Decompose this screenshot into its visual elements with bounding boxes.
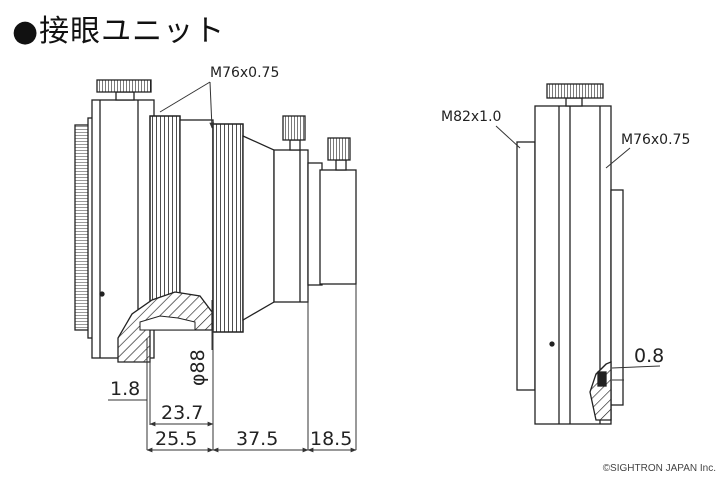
top-knob [96, 79, 152, 93]
front-thread-left: M82x1.0 [441, 109, 501, 125]
side-view [74, 79, 357, 363]
front-thread-right: M76x0.75 [621, 132, 690, 148]
front-knob-neck [565, 97, 583, 107]
conical-section [242, 134, 275, 322]
eyepiece-barrel [273, 149, 309, 303]
side-thread-label: M76x0.75 [210, 65, 279, 81]
dim-23-7: 23.7 [161, 402, 203, 424]
side-thread-leader [159, 81, 215, 129]
dim-25-5: 25.5 [155, 428, 197, 450]
front-detent-dot [549, 341, 555, 347]
front-view [516, 83, 624, 425]
front-top-knob [546, 83, 604, 99]
dimension-lines [108, 284, 357, 453]
eyepiece-end [319, 169, 357, 285]
dim-37-5: 37.5 [236, 428, 278, 450]
detent-dot [99, 291, 105, 297]
knob-1-neck [289, 139, 301, 151]
dim-1-8: 1.8 [110, 378, 140, 400]
top-knob-neck [115, 91, 135, 101]
knob-2-neck [335, 159, 347, 171]
copyright: ©SIGHTRON JAPAN Inc. [602, 463, 716, 474]
knob-1 [282, 115, 306, 141]
knob-2 [327, 137, 351, 161]
left-flange [516, 141, 536, 391]
right-step [610, 189, 624, 406]
front-gap-label: 0.8 [634, 345, 664, 367]
front-section-gap [597, 371, 607, 387]
dim-18-5: 18.5 [310, 428, 352, 450]
diameter-label: φ88 [187, 349, 209, 386]
knurled-ring-2 [212, 123, 244, 333]
page-title: ●接眼ユニット [12, 14, 226, 49]
front-leaders [495, 125, 661, 381]
